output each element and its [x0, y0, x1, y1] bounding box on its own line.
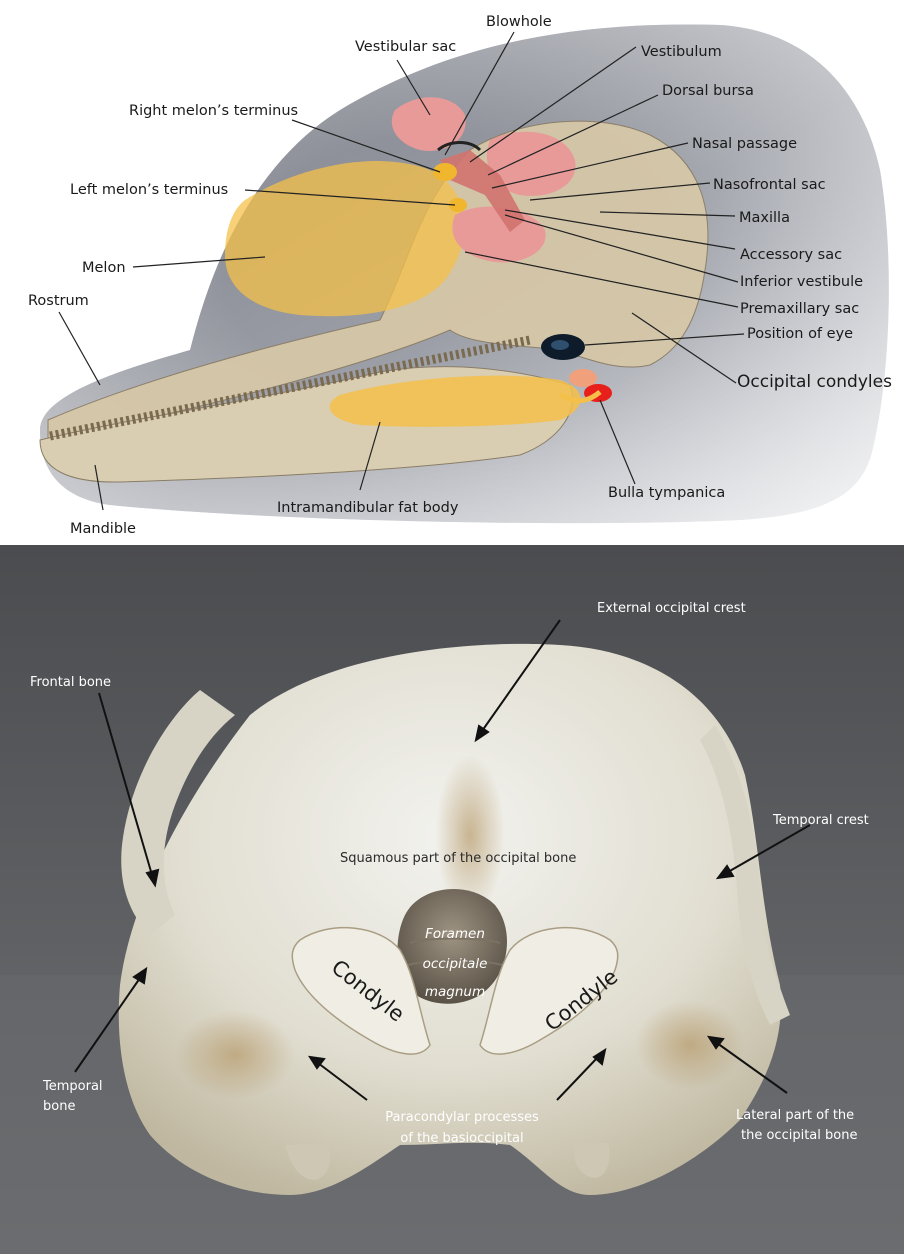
label-squamous-part: Squamous part of the occipital bone [340, 851, 576, 866]
label-foramen-line2: occipitale [423, 956, 488, 972]
label-bulla-tympanica: Bulla tympanica [608, 485, 725, 501]
skull-photo-svg: External occipital crest Frontal bone Te… [0, 545, 904, 1254]
label-inferior-vestibule: Inferior vestibule [740, 274, 863, 290]
label-melon: Melon [82, 260, 126, 276]
label-external-occipital-crest: External occipital crest [597, 601, 746, 616]
label-right-melon-terminus: Right melon’s terminus [129, 103, 298, 119]
label-temporal-bone-line1: Temporal [42, 1079, 103, 1094]
label-blowhole: Blowhole [486, 14, 552, 30]
label-foramen-line1: Foramen [425, 926, 485, 942]
label-temporal-bone-line2: bone [43, 1099, 75, 1114]
label-premaxillary-sac: Premaxillary sac [740, 301, 859, 317]
label-accessory-sac: Accessory sac [740, 247, 842, 263]
label-foramen-line3: magnum [425, 984, 485, 1000]
label-position-of-eye: Position of eye [747, 326, 853, 342]
label-lateral-part-line1: Lateral part of the [736, 1108, 854, 1123]
label-vestibulum: Vestibulum [641, 44, 722, 60]
label-maxilla: Maxilla [739, 210, 790, 226]
label-nasofrontal-sac: Nasofrontal sac [713, 177, 826, 193]
label-paracondylar-line1: Paracondylar processes [385, 1110, 539, 1125]
right-melon-terminus-shape [433, 163, 457, 181]
dolphin-head-diagram: Blowhole Vestibular sac Vestibulum Dorsa… [0, 0, 904, 545]
label-dorsal-bursa: Dorsal bursa [662, 83, 754, 99]
melon-fat [225, 161, 464, 316]
label-rostrum: Rostrum [28, 293, 89, 309]
label-nasal-passage: Nasal passage [692, 136, 797, 152]
label-occipital-condyles: Occipital condyles [737, 372, 892, 392]
label-lateral-part-line2: the occipital bone [741, 1128, 857, 1143]
label-vestibular-sac: Vestibular sac [355, 39, 456, 55]
label-paracondylar-line2: of the basioccipital [400, 1131, 523, 1146]
skull-photo: External occipital crest Frontal bone Te… [0, 545, 904, 1254]
label-left-melon-terminus: Left melon’s terminus [70, 182, 228, 198]
label-frontal-bone: Frontal bone [30, 675, 111, 690]
head-diagram-svg: Blowhole Vestibular sac Vestibulum Dorsa… [0, 0, 904, 545]
label-intramandibular-fat-body: Intramandibular fat body [277, 500, 459, 516]
label-temporal-crest: Temporal crest [772, 813, 869, 828]
label-mandible: Mandible [70, 521, 136, 537]
